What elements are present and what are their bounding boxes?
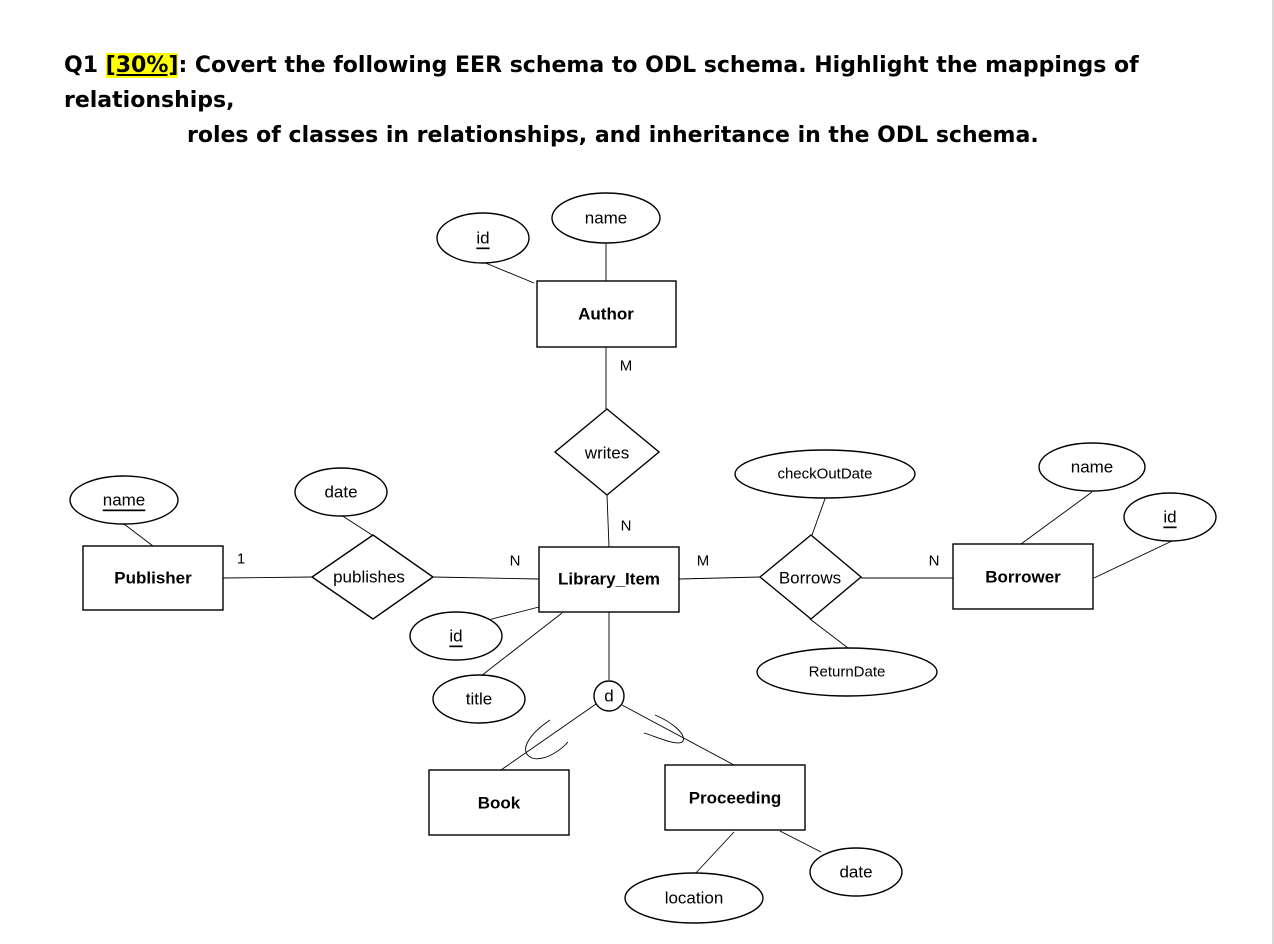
attribute-borrows-return-label: ReturnDate <box>809 664 886 681</box>
cardinality-writes-item: N <box>621 518 632 535</box>
attribute-publisher-name <box>69 475 179 525</box>
attribute-borrower-id-label: id <box>1163 508 1176 527</box>
line-publisher-publishes <box>222 576 313 579</box>
line-proceeding-date <box>779 830 822 853</box>
question-weight: [30%] <box>105 53 179 78</box>
attribute-borrows-checkout <box>734 449 916 499</box>
line-item-id <box>487 606 540 621</box>
line-item-borrows <box>678 576 761 580</box>
relationship-borrows-label: Borrows <box>779 569 841 588</box>
question-line-2: roles of classes in relationships, and i… <box>187 123 1039 148</box>
attribute-borrower-name <box>1038 442 1146 492</box>
line-author-id <box>482 261 535 284</box>
line-publisher-name <box>123 523 154 547</box>
entity-author-box <box>536 280 677 348</box>
attribute-author-id <box>436 212 530 264</box>
attribute-author-name-label: name <box>585 209 628 228</box>
attribute-library-item-title-label: title <box>466 690 492 709</box>
relationship-publishes-label: publishes <box>333 568 405 587</box>
question-prefix: Q1 <box>64 53 106 78</box>
entity-book-label: Book <box>478 794 521 813</box>
cardinality-author-writes: M <box>620 358 633 375</box>
specialization-disjoint-label: d <box>604 687 613 706</box>
line-writes-item <box>606 494 610 548</box>
entity-borrower-label: Borrower <box>985 568 1061 587</box>
attribute-proceeding-date <box>809 847 903 897</box>
entity-library-item-label: Library_Item <box>558 570 660 589</box>
page-edge-divider <box>1272 0 1274 944</box>
cardinality-publishes-item: N <box>510 553 521 570</box>
attribute-borrower-id <box>1123 492 1217 542</box>
attribute-publisher-name-label: name <box>103 491 146 510</box>
specialization-circle <box>593 680 625 712</box>
line-specialization-proceeding <box>621 704 735 766</box>
entity-author-label: Author <box>578 305 634 324</box>
question-text: Q1 [30%]: Covert the following EER schem… <box>64 48 1244 153</box>
subset-mark-proceeding <box>643 714 684 744</box>
entity-book-box <box>428 769 570 836</box>
relationship-borrows-diamond <box>758 534 863 620</box>
attribute-proceeding-date-label: date <box>839 863 872 882</box>
cardinality-item-borrows: M <box>697 553 710 570</box>
cardinality-borrows-borrower: N <box>929 553 940 570</box>
line-specialization-book <box>500 703 597 771</box>
line-borrows-return <box>809 618 849 649</box>
line-publishes-date <box>340 514 373 536</box>
entity-publisher-box <box>82 545 224 611</box>
entity-proceeding-box <box>664 764 806 831</box>
line-publishes-item <box>432 576 540 580</box>
subset-mark-book <box>525 719 569 760</box>
line-borrows-checkout <box>811 495 827 536</box>
attribute-borrower-name-label: name <box>1071 458 1114 477</box>
attribute-borrows-checkout-label: checkOutDate <box>777 466 872 483</box>
question-weight-highlight: [30%] <box>105 53 179 78</box>
relationship-publishes-diamond <box>310 534 435 620</box>
attribute-publishes-date-label: date <box>324 483 357 502</box>
attribute-author-name <box>551 192 661 244</box>
attribute-publishes-date <box>294 467 388 517</box>
entity-borrower-box <box>952 543 1094 610</box>
entity-library-item-box <box>538 546 680 613</box>
attribute-proceeding-location-label: location <box>665 889 724 908</box>
connector-lines <box>123 243 1173 876</box>
attribute-borrows-return <box>756 647 938 697</box>
line-borrower-id <box>1093 540 1173 579</box>
entity-publisher-label: Publisher <box>114 569 192 588</box>
cardinality-publisher-publishes: 1 <box>237 551 245 568</box>
line-borrower-name <box>1020 491 1093 545</box>
attribute-library-item-title <box>432 674 526 724</box>
relationship-writes-diamond <box>553 408 661 496</box>
attribute-library-item-id-label: id <box>449 627 462 646</box>
line-proceeding-location <box>693 831 735 876</box>
line-item-title <box>480 612 563 677</box>
question-line-1: : Covert the following EER schema to ODL… <box>64 53 1139 113</box>
attribute-proceeding-location <box>624 872 764 924</box>
attribute-library-item-id <box>409 611 503 661</box>
attribute-author-id-label: id <box>476 229 489 248</box>
relationship-writes-label: writes <box>584 444 629 463</box>
entity-proceeding-label: Proceeding <box>689 789 782 808</box>
